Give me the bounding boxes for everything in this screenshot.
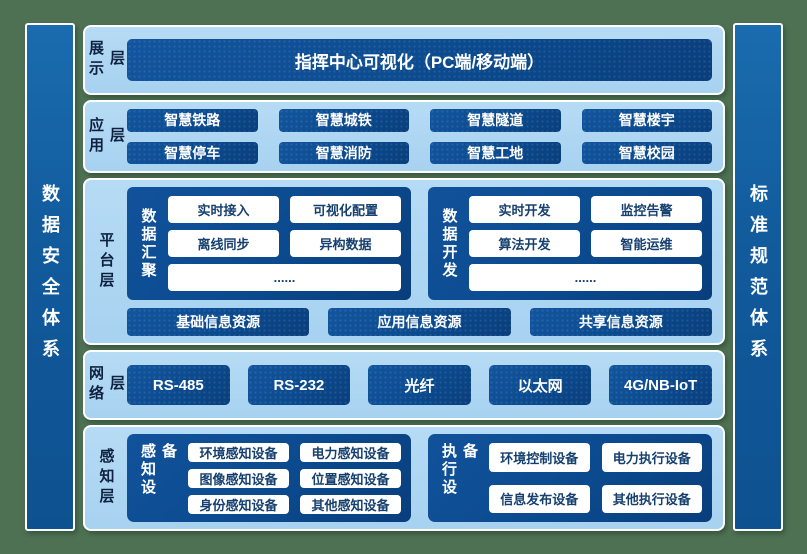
group-sensing-devices: 感知设备 环境感知设备 电力感知设备 图像感知设备 位置感知设备 身份感知设备 … — [127, 434, 411, 522]
perception-groups: 感知设备 环境感知设备 电力感知设备 图像感知设备 位置感知设备 身份感知设备 … — [127, 434, 712, 522]
platform-groups: 数据汇聚 实时接入 可视化配置 离线同步 异构数据 ...... 数据开发 实时… — [127, 187, 712, 300]
device-item: 信息发布设备 — [489, 484, 590, 513]
platform-item: 实时开发 — [469, 196, 580, 223]
layer-display: 展示层 指挥中心可视化（PC端/移动端） — [83, 25, 725, 95]
network-row: RS-485 RS-232 光纤 以太网 4G/NB-IoT — [127, 359, 712, 411]
group-data-aggregation: 数据汇聚 实时接入 可视化配置 离线同步 异构数据 ...... — [127, 187, 411, 300]
group-data-aggregation-label: 数据汇聚 — [139, 207, 157, 280]
app-box: 智慧消防 — [278, 141, 409, 164]
group-data-development-label: 数据开发 — [440, 207, 458, 280]
pillar-standard-spec-label: 标准规范体系 — [748, 184, 768, 370]
layer-application: 应用层 智慧铁路 智慧城铁 智慧隧道 智慧楼宇 智慧停车 智慧消防 智慧工地 智… — [83, 100, 725, 173]
app-box: 智慧楼宇 — [581, 109, 712, 132]
data-aggregation-grid: 实时接入 可视化配置 离线同步 异构数据 ...... — [168, 196, 401, 291]
application-grid: 智慧铁路 智慧城铁 智慧隧道 智慧楼宇 智慧停车 智慧消防 智慧工地 智慧校园 — [127, 109, 712, 164]
execution-devices-grid: 环境控制设备 电力执行设备 信息发布设备 其他执行设备 — [489, 443, 702, 513]
layer-platform: 平台层 数据汇聚 实时接入 可视化配置 离线同步 异构数据 ...... 数据开… — [83, 178, 725, 345]
resource-box: 共享信息资源 — [529, 308, 712, 336]
device-item: 电力执行设备 — [601, 443, 702, 472]
resource-box: 应用信息资源 — [328, 308, 511, 336]
group-sensing-devices-label: 感知设备 — [139, 443, 177, 497]
network-box: 4G/NB-IoT — [609, 365, 712, 405]
platform-item: 算法开发 — [469, 230, 580, 257]
layer-perception: 感知层 感知设备 环境感知设备 电力感知设备 图像感知设备 位置感知设备 身份感… — [83, 425, 725, 531]
platform-content: 数据汇聚 实时接入 可视化配置 离线同步 异构数据 ...... 数据开发 实时… — [127, 187, 712, 336]
platform-item: 可视化配置 — [290, 196, 401, 223]
group-execution-devices-label: 执行设备 — [440, 443, 478, 497]
platform-item: 离线同步 — [168, 230, 279, 257]
platform-item-more: ...... — [168, 264, 401, 291]
layer-platform-label: 平台层 — [97, 231, 115, 292]
device-item: 图像感知设备 — [188, 469, 289, 488]
platform-item-more: ...... — [469, 264, 702, 291]
platform-item: 实时接入 — [168, 196, 279, 223]
group-execution-devices: 执行设备 环境控制设备 电力执行设备 信息发布设备 其他执行设备 — [428, 434, 712, 522]
device-item: 电力感知设备 — [300, 443, 401, 462]
layer-application-label: 应用层 — [87, 116, 125, 157]
app-box: 智慧铁路 — [127, 109, 258, 132]
network-box: 以太网 — [488, 365, 592, 405]
resource-box: 基础信息资源 — [127, 308, 310, 336]
app-box: 智慧工地 — [430, 141, 561, 164]
platform-item: 异构数据 — [290, 230, 401, 257]
app-box: 智慧隧道 — [430, 109, 561, 132]
device-item: 其他感知设备 — [300, 495, 401, 514]
device-item: 位置感知设备 — [300, 469, 401, 488]
pillar-standard-spec: 标准规范体系 — [733, 23, 783, 531]
sensing-devices-grid: 环境感知设备 电力感知设备 图像感知设备 位置感知设备 身份感知设备 其他感知设… — [188, 443, 401, 514]
group-data-development: 数据开发 实时开发 监控告警 算法开发 智能运维 ...... — [428, 187, 712, 300]
pillar-data-security-label: 数据安全体系 — [40, 184, 60, 370]
network-box: RS-232 — [247, 365, 351, 405]
layer-network: 网络层 RS-485 RS-232 光纤 以太网 4G/NB-IoT — [83, 350, 725, 420]
layer-perception-label: 感知层 — [97, 448, 115, 508]
layer-network-label: 网络层 — [87, 365, 125, 405]
device-item: 环境控制设备 — [489, 443, 590, 472]
layer-display-label: 展示层 — [87, 40, 125, 80]
pillar-data-security: 数据安全体系 — [25, 23, 75, 531]
platform-item: 监控告警 — [591, 196, 702, 223]
data-development-grid: 实时开发 监控告警 算法开发 智能运维 ...... — [469, 196, 702, 291]
app-box: 智慧停车 — [127, 141, 258, 164]
app-box: 智慧城铁 — [278, 109, 409, 132]
device-item: 环境感知设备 — [188, 443, 289, 462]
information-resources-row: 基础信息资源 应用信息资源 共享信息资源 — [127, 308, 712, 336]
device-item: 身份感知设备 — [188, 495, 289, 514]
command-center-visualization-box: 指挥中心可视化（PC端/移动端） — [127, 39, 712, 81]
network-box: RS-485 — [127, 365, 230, 405]
network-box: 光纤 — [368, 365, 471, 405]
platform-item: 智能运维 — [591, 230, 702, 257]
app-box: 智慧校园 — [581, 141, 712, 164]
device-item: 其他执行设备 — [601, 484, 702, 513]
